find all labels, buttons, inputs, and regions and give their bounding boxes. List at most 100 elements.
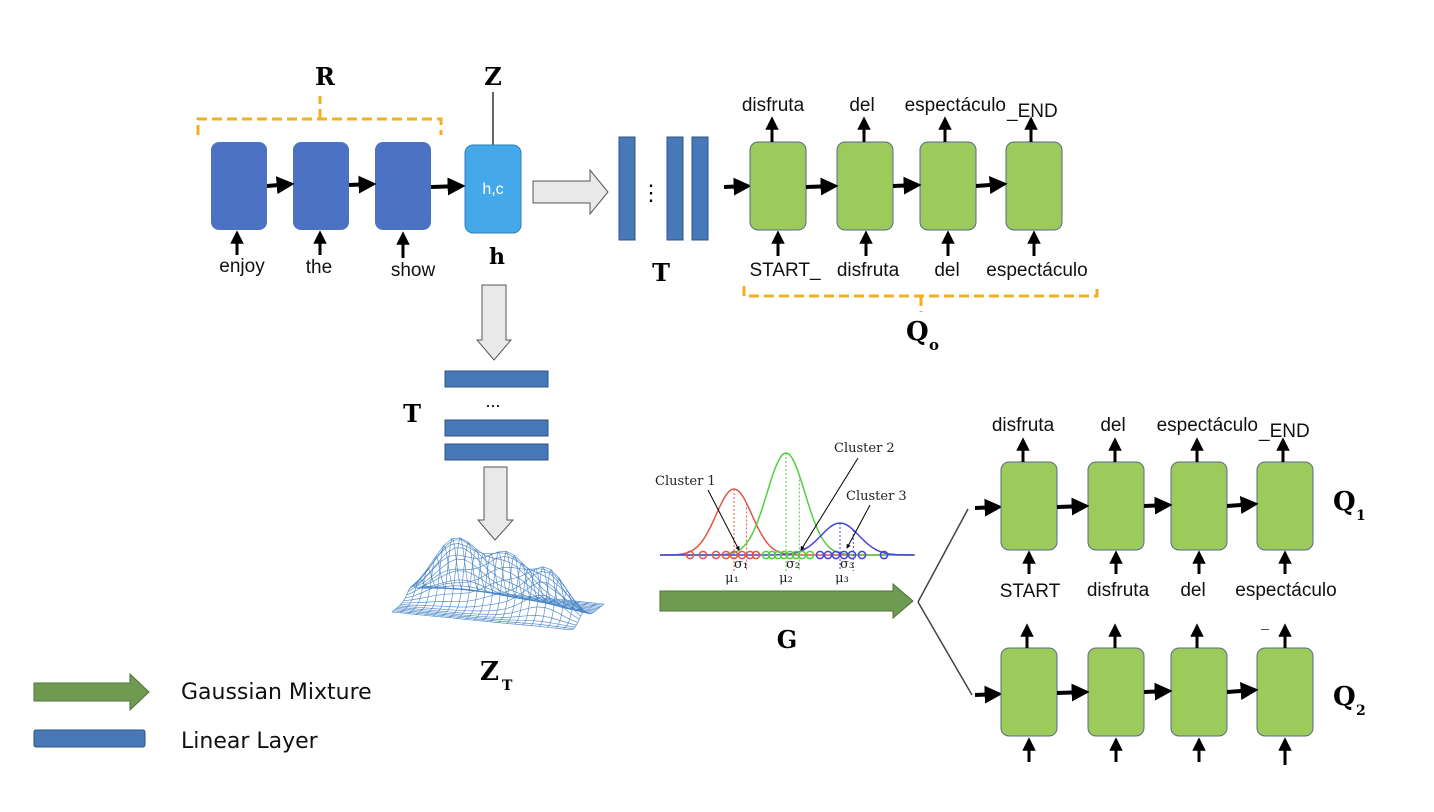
- data-point: [823, 550, 833, 560]
- data-point: [751, 550, 761, 560]
- mesh-line: [415, 558, 596, 612]
- mesh-line: [522, 568, 556, 626]
- q1-arrow-2: [1143, 496, 1173, 515]
- linear-bar-h1: [444, 370, 549, 388]
- cluster-3-label: Cluster 3: [846, 489, 907, 504]
- gray-arrow-right: [532, 168, 609, 216]
- linear-bar-h3: [444, 443, 549, 461]
- q0-cell-1: [749, 141, 807, 231]
- label-z: Z: [484, 62, 502, 91]
- q1-cell-2: [1087, 461, 1145, 551]
- data-point: [729, 550, 739, 560]
- q2-entry-arrow: [974, 685, 1003, 704]
- gmm-arrow: [659, 582, 914, 620]
- label-t-top: T: [652, 258, 670, 287]
- gaussian-surface-mesh: [391, 537, 605, 631]
- mesh-line: [571, 603, 605, 631]
- q0-input-3: del: [934, 260, 959, 281]
- q0-bracket: [742, 286, 1099, 312]
- q0-input-4: espectáculo: [986, 260, 1087, 281]
- encoder-bracket: [196, 96, 443, 135]
- sigma-2: σ₂: [786, 557, 800, 572]
- fork-lower: [917, 601, 973, 696]
- cluster-1-pointer: [707, 489, 740, 551]
- data-point: [767, 550, 777, 560]
- cluster-2-curve: [660, 452, 914, 556]
- label-t-mid: T: [403, 399, 421, 428]
- data-point: [815, 550, 825, 560]
- q1-entry-arrow: [974, 498, 1003, 517]
- mesh-line: [547, 577, 580, 628]
- q1-input-2: disfruta: [1087, 580, 1150, 601]
- q2-cell-2: [1087, 647, 1145, 737]
- legend-linear-swatch: [33, 729, 146, 748]
- data-point: [797, 550, 807, 560]
- mesh-line: [563, 601, 597, 630]
- linear-bar-v3: [691, 136, 709, 241]
- q2-arrow-3: [1226, 682, 1259, 701]
- q0-entry-arrow: [723, 177, 752, 196]
- label-q2-sub: 2: [1356, 703, 1366, 719]
- encoder: R Z h,c enjoy the show h: [196, 62, 522, 281]
- q2-cell-1: [1000, 647, 1058, 737]
- q1-arrow-3: [1226, 496, 1259, 515]
- enc-input-2: the: [306, 257, 332, 278]
- enc-arrow-1: [266, 176, 295, 195]
- label-q1-sub: 1: [1356, 508, 1366, 524]
- q0-input-2: disfruta: [837, 260, 900, 281]
- data-point: [785, 550, 795, 560]
- mesh-line: [416, 570, 597, 611]
- mu-3: μ₃: [835, 571, 849, 586]
- q0-output-4: _END: [1006, 101, 1058, 122]
- linear-bar-v1: [618, 136, 636, 241]
- data-point: [737, 550, 747, 560]
- q0-output-3: espectáculo: [905, 95, 1006, 116]
- data-point: [711, 550, 721, 560]
- linear-bar-h2: [444, 419, 549, 437]
- latent-cell-text: h,c: [482, 181, 503, 198]
- q0-input-1: START_: [749, 260, 821, 281]
- mu-1: μ₁: [725, 571, 739, 586]
- data-point: [839, 550, 849, 560]
- cluster-3-pointer: [846, 504, 871, 549]
- data-point: [773, 550, 783, 560]
- cluster-3-curve: [660, 522, 914, 556]
- label-h: h: [489, 244, 505, 270]
- enc-input-3: show: [391, 260, 436, 281]
- latent-surface: Z T: [391, 537, 605, 694]
- mesh-line: [530, 565, 564, 626]
- q2-arrow-1: [1056, 683, 1090, 702]
- decoder-q2: _ Q 2: [974, 614, 1366, 765]
- encoder-cell-1: [211, 142, 267, 230]
- data-point: [745, 550, 755, 560]
- legend-gaussian-label: Gaussian Mixture: [181, 680, 372, 705]
- label-q0-sub: o: [929, 336, 939, 354]
- data-point: [698, 550, 708, 560]
- q2-cell-4: [1256, 647, 1314, 737]
- sigma-3: σ₃: [840, 557, 854, 572]
- decoder-q1: disfruta del espectáculo _END START disf…: [974, 415, 1366, 602]
- mesh-line: [407, 551, 589, 614]
- data-point: [721, 550, 731, 560]
- label-zt-sub: T: [502, 678, 513, 694]
- q0-arrow-1: [805, 177, 839, 196]
- gray-arrow-down-1: [475, 284, 513, 361]
- data-point: [791, 550, 801, 560]
- q1-arrow-1: [1056, 497, 1090, 516]
- data-point: [685, 550, 695, 560]
- mesh-line: [539, 568, 572, 627]
- q1-output-1: disfruta: [992, 415, 1055, 436]
- mesh-line: [432, 538, 465, 617]
- q2-arrow-2: [1143, 682, 1173, 701]
- q1-input-4: espectáculo: [1235, 580, 1336, 601]
- data-point: [805, 550, 815, 560]
- label-q0: Q: [906, 317, 929, 347]
- q1-output-3: espectáculo: [1157, 415, 1258, 436]
- q0-arrow-3: [975, 176, 1008, 195]
- label-q2: Q: [1333, 682, 1356, 712]
- label-g: G: [777, 625, 798, 654]
- encoder-cell-2: [293, 142, 349, 230]
- encoder-cell-3: [375, 142, 431, 230]
- q1-cell-3: [1170, 461, 1228, 551]
